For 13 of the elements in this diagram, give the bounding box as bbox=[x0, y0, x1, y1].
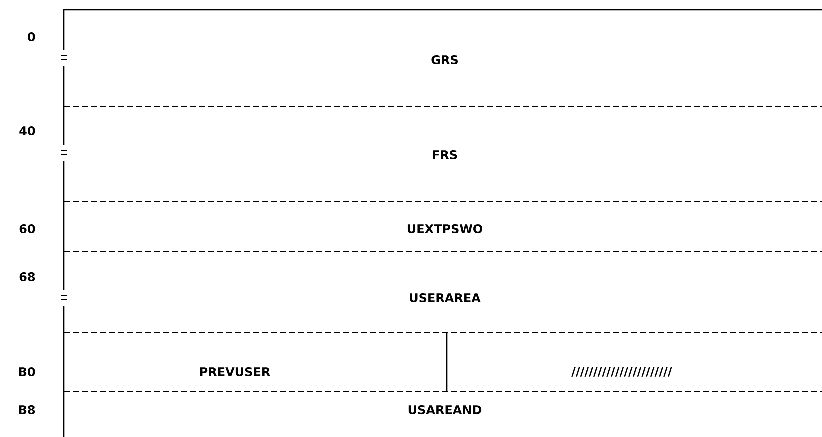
field-label: USAREAND bbox=[408, 405, 482, 415]
field-label: PREVUSER bbox=[200, 367, 270, 377]
field-label: GRS bbox=[432, 55, 458, 65]
offset-label: 0 bbox=[28, 32, 36, 42]
offset-label: B0 bbox=[19, 367, 36, 377]
field-label: /////////////////////// bbox=[572, 367, 672, 377]
field-label: USERAREA bbox=[410, 293, 481, 303]
field-label: UEXTPSWO bbox=[408, 224, 483, 234]
offset-label: B8 bbox=[19, 405, 36, 415]
offset-label: 40 bbox=[20, 126, 36, 136]
offset-label: 60 bbox=[20, 224, 36, 234]
field-label: FRS bbox=[433, 150, 458, 160]
offset-label: 68 bbox=[20, 272, 36, 282]
